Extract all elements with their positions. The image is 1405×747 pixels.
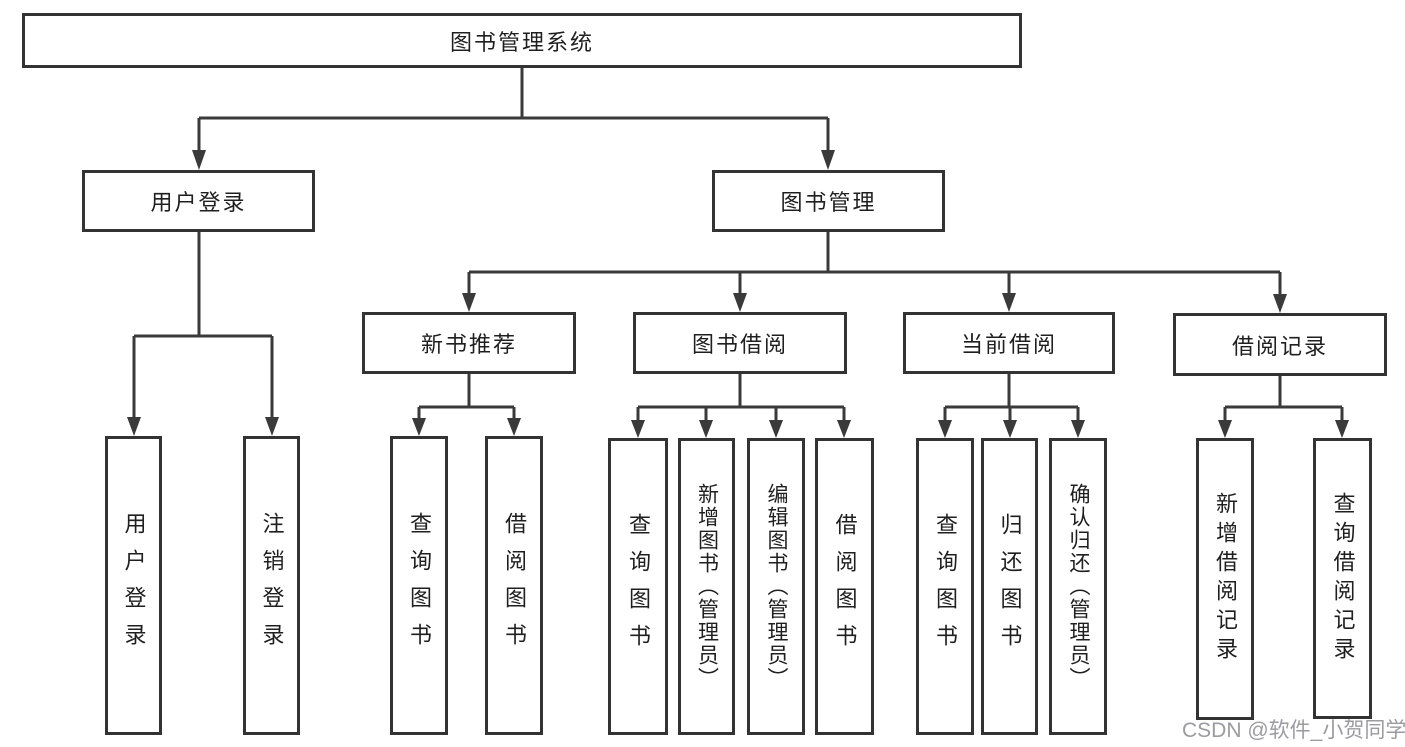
leaf-edit-books-admin: 编辑图书（管理员）: [747, 438, 805, 735]
leaf-add-books-admin: 新增图书（管理员）: [678, 438, 735, 735]
leaf-label: 查询借阅记录: [1330, 491, 1356, 666]
leaf-borrow-books: 借阅图书: [485, 436, 543, 735]
leaf-user-login: 用户登录: [105, 436, 162, 735]
leaf-return-books: 归还图书: [981, 438, 1038, 735]
node-label: 图书管理: [780, 190, 877, 215]
node-label: 用户登录: [150, 190, 247, 215]
leaf-label: 用户登录: [121, 511, 147, 660]
leaf-label: 归还图书: [997, 512, 1023, 661]
leaf-label: 新增图书（管理员）: [695, 483, 719, 690]
node-label: 图书借阅: [691, 332, 788, 357]
leaf-label: 新增借阅记录: [1213, 492, 1238, 666]
node-label: 图书管理系统: [449, 29, 594, 55]
leaf-label: 查询图书: [933, 512, 958, 661]
leaf-query-books: 查询图书: [916, 438, 974, 735]
csdn-watermark: CSDN @软件_小贺同学: [1182, 719, 1405, 742]
leaf-query-books: 查询图书: [390, 436, 448, 735]
leaf-borrow-books: 借阅图书: [815, 438, 874, 735]
leaf-label: 查询图书: [407, 511, 432, 660]
leaf-label: 确认归还（管理员）: [1067, 483, 1090, 690]
leaf-query-borrow-record: 查询借阅记录: [1313, 438, 1372, 719]
leaf-label: 编辑图书（管理员）: [765, 483, 788, 690]
node-user-login: 用户登录: [82, 170, 315, 232]
leaf-label: 查询图书: [626, 512, 651, 661]
node-label: 借阅记录: [1231, 333, 1328, 359]
leaf-logout: 注销登录: [243, 436, 300, 735]
leaf-confirm-return-admin: 确认归还（管理员）: [1049, 438, 1107, 735]
node-label: 当前借阅: [960, 332, 1057, 357]
node-book-borrowing: 图书借阅: [633, 312, 847, 374]
node-current-borrowing: 当前借阅: [903, 312, 1115, 374]
node-label: 新书推荐: [420, 332, 517, 357]
node-book-management: 图书管理: [712, 170, 945, 232]
node-system-root: 图书管理系统: [22, 13, 1022, 68]
node-borrowing-records: 借阅记录: [1173, 313, 1387, 376]
leaf-add-borrow-record: 新增借阅记录: [1196, 438, 1254, 720]
leaf-label: 注销登录: [259, 511, 285, 660]
leaf-label: 借阅图书: [832, 512, 858, 661]
node-new-book-recommend: 新书推荐: [362, 312, 576, 374]
leaf-label: 借阅图书: [502, 511, 527, 660]
leaf-query-books: 查询图书: [608, 438, 668, 735]
